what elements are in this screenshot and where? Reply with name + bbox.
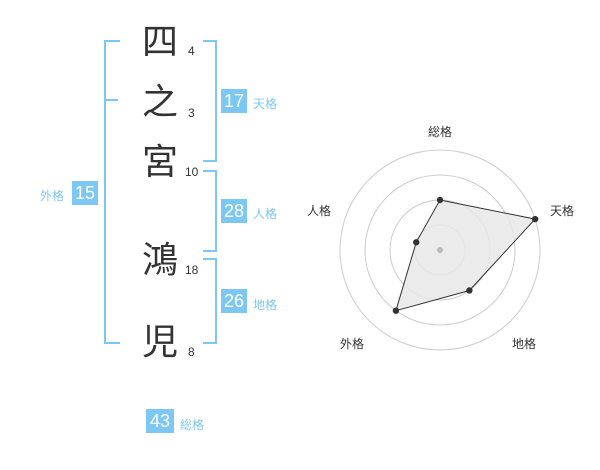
radar-center-dot	[437, 247, 443, 253]
name-char-5: 児	[141, 322, 178, 363]
chikaku-bracket	[203, 258, 217, 344]
stroke-count-2: 3	[188, 106, 195, 120]
stroke-count-1: 4	[188, 44, 195, 58]
radar-point-3	[392, 307, 400, 314]
gaikaku-label: 外格	[40, 189, 65, 203]
name-char-1: 四	[141, 22, 178, 63]
jinkaku-badge: 28	[221, 199, 247, 223]
gaikaku-bracket	[104, 40, 120, 344]
tenkaku-label: 天格	[253, 97, 278, 111]
soukaku-label: 総格	[180, 418, 205, 432]
radar-label-gaikaku: 外格	[340, 337, 365, 351]
stroke-count-3: 10	[185, 165, 199, 179]
jinkaku-bracket	[203, 170, 217, 252]
chikaku-badge: 26	[221, 289, 247, 313]
tenkaku-bracket	[203, 40, 217, 162]
radar-point-1	[531, 215, 539, 223]
radar-score-area	[395, 199, 537, 312]
radar-ring-3	[364, 174, 516, 326]
jinkaku-label: 人格	[253, 207, 278, 221]
name-char-4: 鴻	[141, 240, 178, 281]
name-char-3: 宮	[141, 142, 178, 183]
stroke-count-4: 18	[185, 263, 199, 277]
gaikaku-bracket-tick	[104, 99, 118, 101]
radar-label-tenkaku: 天格	[550, 204, 575, 218]
radar-label-soukaku: 総格	[428, 125, 453, 139]
name-char-2: 之	[141, 82, 178, 123]
chikaku-label: 地格	[253, 298, 278, 312]
radar-label-jinkaku: 人格	[307, 204, 332, 218]
radar-point-2	[466, 287, 473, 294]
radar-label-chikaku: 地格	[512, 337, 537, 351]
radar-point-4	[413, 239, 420, 246]
stroke-count-5: 8	[188, 345, 195, 359]
radar-ring-4	[339, 149, 541, 351]
soukaku-badge: 43	[146, 409, 174, 433]
tenkaku-badge: 17	[221, 89, 247, 113]
gaikaku-badge: 15	[72, 181, 98, 205]
radar-point-0	[436, 196, 444, 204]
